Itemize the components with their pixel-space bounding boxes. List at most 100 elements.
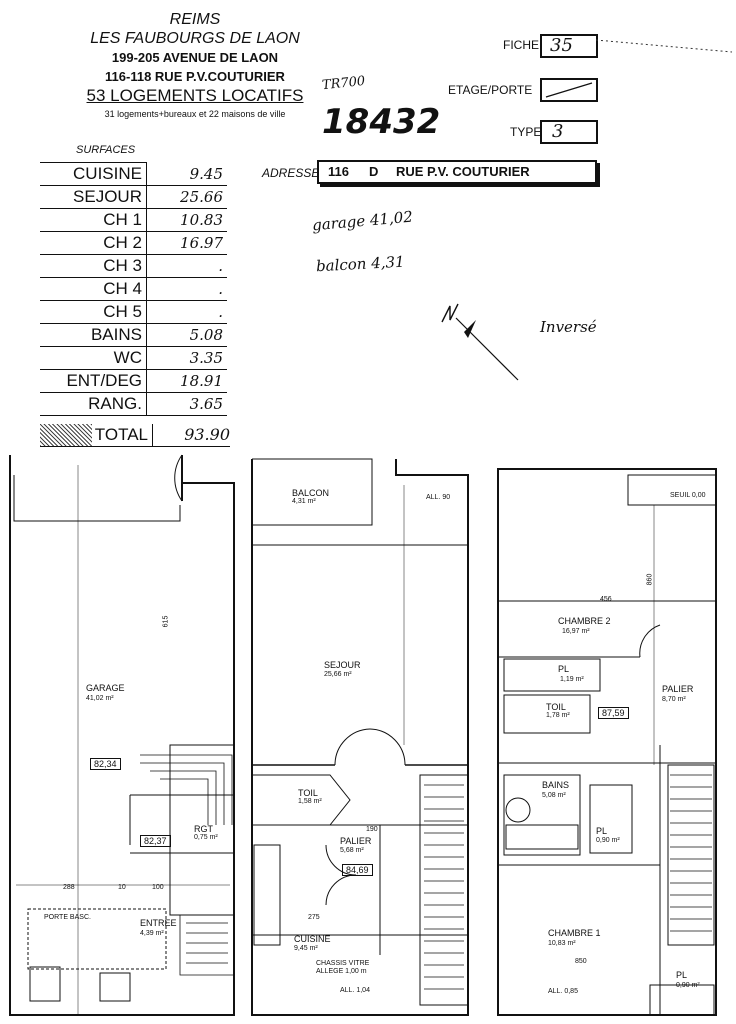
etage-slash — [545, 82, 593, 98]
dim-100: 100 — [152, 884, 164, 891]
surface-room: CUISINE — [40, 162, 147, 186]
type-field[interactable]: 3 — [540, 120, 598, 144]
surface-room: SEJOUR — [40, 185, 147, 209]
room-toil-etage-area: 1,78 m² — [546, 712, 570, 719]
etage-field[interactable] — [540, 78, 598, 102]
surfaces-total-row: TOTAL 93.90 — [40, 424, 230, 447]
garage-code: 82,34 — [90, 758, 121, 770]
project-title: LES FAUBOURGS DE LAON — [90, 30, 300, 47]
surface-room: CH 1 — [40, 208, 147, 232]
room-cuisine-area: 9,45 m² — [294, 945, 318, 952]
surface-value: . — [146, 300, 227, 324]
adresse-label: ADRESSE — [262, 166, 320, 180]
surface-value: 3.35 — [146, 346, 227, 370]
surface-value: 9.45 — [146, 162, 227, 186]
adresse-number: 116 — [328, 164, 349, 179]
all-085: ALL. 0,85 — [548, 988, 578, 995]
surface-row: CH 3. — [40, 254, 227, 278]
room-toil-rdc-area: 1,58 m² — [298, 798, 322, 805]
fiche-label: FICHE — [503, 38, 539, 52]
city-title: REIMS — [169, 11, 221, 28]
dim-10: 10 — [118, 884, 126, 891]
project-address-1: 199-205 AVENUE DE LAON — [111, 50, 279, 65]
room-pl-mid: PL — [596, 826, 608, 836]
room-chambre1-area: 10,83 m² — [548, 940, 576, 947]
north-arrow-icon — [441, 303, 519, 381]
dim-275: 275 — [308, 914, 320, 921]
adresse-field[interactable]: 116 D RUE P.V. COUTURIER — [317, 160, 597, 184]
surface-room: CH 4 — [40, 277, 147, 301]
room-palier-etage-area: 8,70 m² — [662, 696, 686, 703]
dim-288: 288 — [63, 884, 75, 891]
room-pl-bot-area: 0,90 m² — [676, 982, 700, 989]
surface-row: CH 5. — [40, 300, 227, 324]
room-sejour: SEJOUR — [324, 660, 361, 670]
surface-room: CH 2 — [40, 231, 147, 255]
total-scribble — [40, 424, 92, 446]
room-bains: BAINS — [542, 780, 570, 790]
total-label: TOTAL — [92, 424, 153, 446]
room-entree-area: 4,39 m² — [140, 930, 164, 937]
surface-room: WC — [40, 346, 147, 370]
dim-190: 190 — [366, 826, 378, 833]
project-header: REIMS LES FAUBOURGS DE LAON 199-205 AVEN… — [40, 10, 350, 124]
surface-room: CH 5 — [40, 300, 147, 324]
porte-basc: PORTE BASC. — [44, 914, 91, 921]
adresse-street: RUE P.V. COUTURIER — [396, 164, 530, 179]
stairs-rdc — [424, 784, 464, 990]
surface-room: CH 3 — [40, 254, 147, 278]
room-rgt-area: 0,75 m² — [194, 834, 218, 841]
project-address-2: 116-118 RUE P.V.COUTURIER — [105, 69, 285, 84]
room-balcon: BALCON — [292, 488, 330, 498]
seuil: SEUIL 0,00 — [670, 492, 706, 499]
room-rgt: RGT — [194, 824, 213, 834]
adresse-letter: D — [369, 164, 379, 179]
surface-value: 5.08 — [146, 323, 227, 347]
room-chambre1: CHAMBRE 1 — [548, 928, 601, 938]
surface-row: RANG.3.65 — [40, 392, 227, 416]
dim-860: 860 — [646, 573, 654, 586]
dim-456: 456 — [600, 596, 612, 603]
room-pl-bot: PL — [676, 970, 688, 980]
room-pl-top-area: 1,19 m² — [560, 676, 584, 683]
room-chambre2: CHAMBRE 2 — [558, 616, 611, 626]
room-palier-rdc: PALIER — [340, 836, 372, 846]
room-garage: GARAGE — [86, 683, 125, 693]
surface-value: 10.83 — [146, 208, 227, 232]
handwritten-ref-small: TR700 — [321, 73, 366, 94]
room-cuisine: CUISINE — [294, 934, 331, 944]
room-toil-etage: TOIL — [546, 702, 566, 712]
surfaces-title: SURFACES — [76, 144, 136, 156]
fiche-value: 35 — [550, 35, 573, 56]
room-pl-mid-area: 0,90 m² — [596, 837, 620, 844]
room-balcon-area: 4,31 m² — [292, 498, 316, 505]
palier-rdc-code: 84,69 — [342, 864, 373, 876]
all-90: ALL. 90 — [426, 494, 451, 501]
etage-label: ETAGE/PORTE — [448, 83, 533, 97]
type-value: 3 — [552, 121, 564, 142]
surface-value: 3.65 — [146, 392, 227, 416]
floor-plans — [9, 454, 717, 1016]
surface-value: 18.91 — [146, 369, 227, 393]
surface-value: 16.97 — [146, 231, 227, 255]
code-8759: 87,59 — [598, 707, 629, 719]
chassis-vitre: CHASSIS VITRE — [316, 960, 370, 967]
fiche-field[interactable]: 35 — [540, 34, 598, 58]
garage-dim: 615 — [162, 615, 170, 628]
surface-room: ENT/DEG — [40, 369, 147, 393]
surface-row: CH 4. — [40, 277, 227, 301]
dim-850: 850 — [575, 958, 587, 965]
room-chambre2-area: 16,97 m² — [562, 628, 590, 635]
type-label: TYPE — [510, 125, 542, 139]
surface-room: BAINS — [40, 323, 147, 347]
room-palier-rdc-area: 5,68 m² — [340, 847, 364, 854]
room-toil-rdc: TOIL — [298, 788, 318, 798]
room-palier-etage: PALIER — [662, 684, 694, 694]
